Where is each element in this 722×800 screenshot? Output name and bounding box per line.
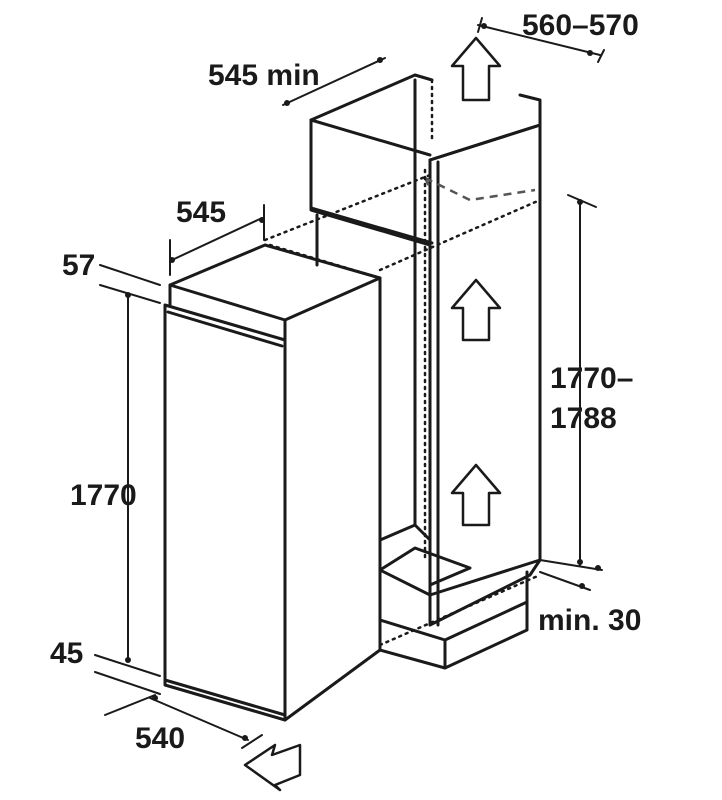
niche-height-label-line1: 1770– [550, 362, 633, 395]
niche-depth-min-label: 545 min [208, 59, 320, 92]
appliance-body [163, 243, 382, 722]
installation-niche [263, 73, 542, 670]
appliance-height-label: 1770 [70, 479, 137, 512]
air-flow-arrow-icon [450, 463, 502, 527]
air-flow-arrow-icon [450, 36, 502, 102]
door-open-arrow-icon [243, 743, 302, 792]
top-offset-label: 57 [62, 249, 95, 282]
air-flow-arrow-icon [450, 278, 502, 342]
ventilation-min-label: min. 30 [538, 604, 641, 637]
appliance-depth-label: 545 [176, 196, 226, 229]
bottom-offset-label: 45 [50, 637, 83, 670]
niche-height-label-line2: 1788 [550, 402, 617, 435]
appliance-width-label: 540 [135, 722, 185, 755]
dimension-lines [94, 17, 605, 749]
niche-width-label: 560–570 [522, 9, 639, 42]
